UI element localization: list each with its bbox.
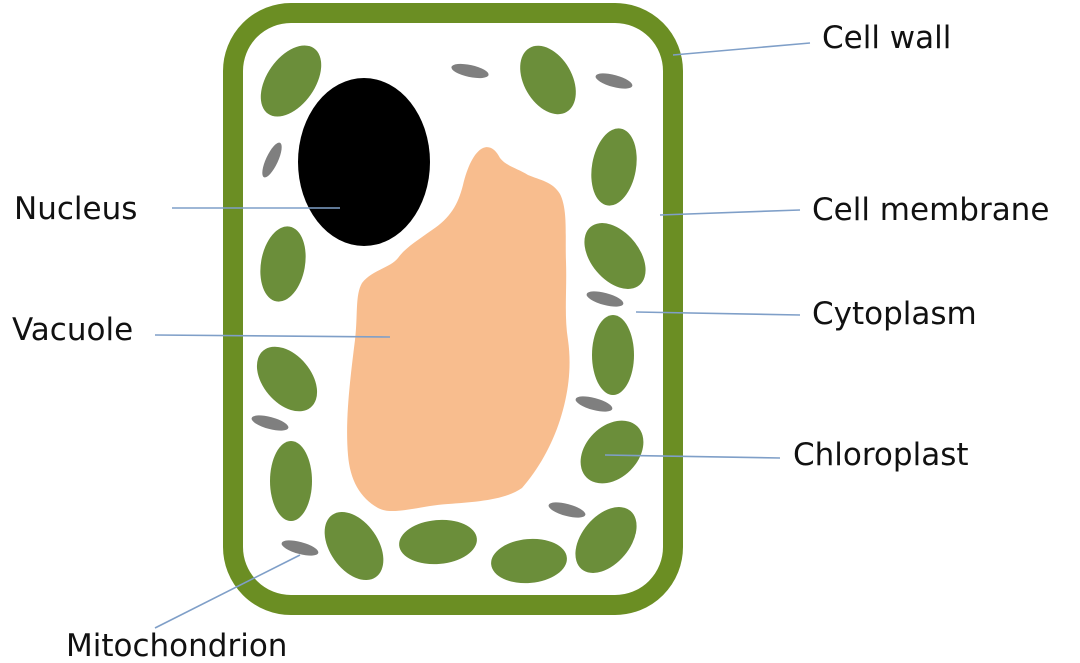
mitochondrion bbox=[259, 140, 286, 180]
label-nucleus: Nucleus bbox=[14, 191, 137, 227]
chloroplast bbox=[270, 441, 312, 521]
chloroplast bbox=[586, 125, 643, 209]
chloroplast bbox=[255, 223, 312, 305]
leader-line-vacuole bbox=[155, 335, 390, 337]
chloroplast bbox=[568, 408, 656, 496]
mitochondrion bbox=[574, 393, 614, 414]
label-cell-membrane: Cell membrane bbox=[812, 192, 1049, 228]
label-cytoplasm: Cytoplasm bbox=[812, 296, 977, 332]
chloroplast bbox=[509, 36, 588, 124]
label-vacuole: Vacuole bbox=[12, 312, 133, 348]
chloroplast bbox=[489, 536, 569, 586]
chloroplast bbox=[313, 501, 396, 591]
mitochondrion bbox=[450, 61, 490, 81]
chloroplast bbox=[397, 517, 479, 568]
chloroplast bbox=[245, 335, 329, 423]
mitochondrion bbox=[594, 70, 634, 91]
mitochondrion bbox=[585, 288, 625, 309]
label-mitochondrion: Mitochondrion bbox=[66, 628, 287, 663]
label-chloroplast: Chloroplast bbox=[793, 437, 969, 473]
chloroplast bbox=[592, 315, 634, 395]
leader-line-cytoplasm bbox=[636, 312, 800, 315]
nucleus bbox=[298, 78, 430, 246]
mitochondrion bbox=[250, 412, 290, 433]
chloroplast bbox=[572, 211, 658, 300]
label-cell-wall: Cell wall bbox=[822, 20, 951, 56]
mitochondrion bbox=[547, 499, 587, 520]
leader-line-cell-wall bbox=[673, 43, 810, 55]
